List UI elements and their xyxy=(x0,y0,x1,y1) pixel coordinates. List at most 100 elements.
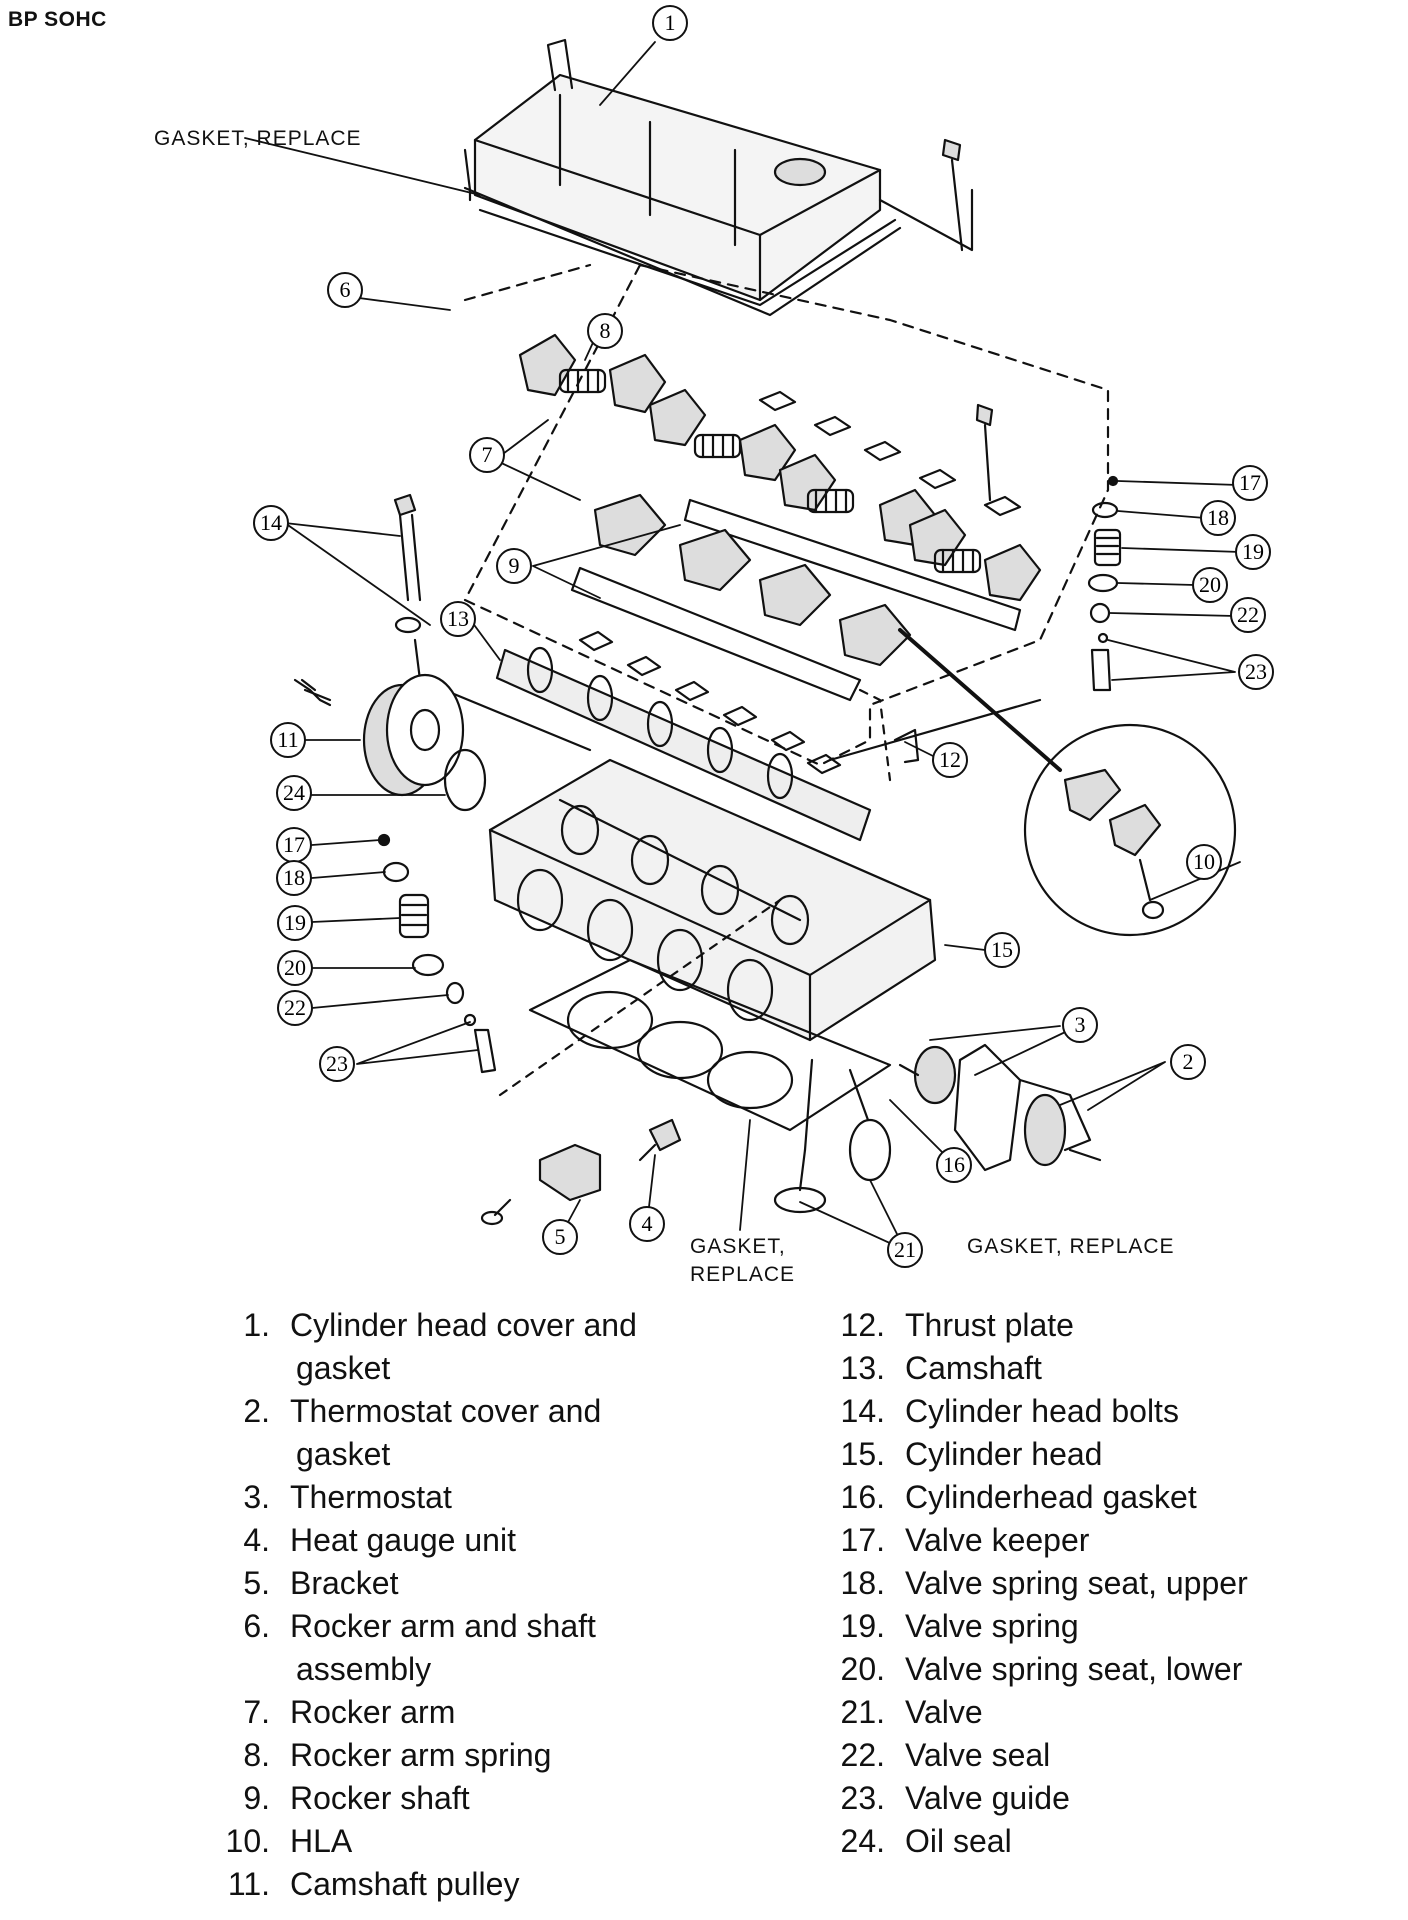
legend-item: 20. Valve spring seat, lower xyxy=(819,1651,1243,1687)
pulley-bolt xyxy=(293,678,332,707)
gasket-label-top: GASKET, REPLACE xyxy=(154,127,362,150)
callout-number: 3 xyxy=(1075,1012,1086,1037)
callout-circle xyxy=(277,990,313,1026)
legend-item: 3.Thermostat xyxy=(204,1479,452,1515)
callout-circle xyxy=(1170,1044,1206,1080)
callout-2: 2 xyxy=(1170,1044,1206,1080)
legend-text: Valve keeper xyxy=(905,1522,1090,1558)
callout-12: 12 xyxy=(932,742,968,778)
callout-circle xyxy=(629,1206,665,1242)
callout-circle xyxy=(1062,1007,1098,1043)
callout-number: 20 xyxy=(1199,572,1221,597)
callout-circle xyxy=(984,932,1020,968)
callout-number: 12 xyxy=(939,747,961,772)
callout-14: 14 xyxy=(253,505,289,541)
callout-number: 13 xyxy=(447,606,469,631)
legend-item: 17. Valve keeper xyxy=(819,1522,1090,1558)
legend-number: 9. xyxy=(243,1780,270,1816)
rocker-assembly-outline xyxy=(463,263,1110,767)
legend-number: 3. xyxy=(243,1479,270,1515)
legend-item: 14.Cylinder head bolts xyxy=(819,1393,1179,1429)
legend-item: 18. Valve spring seat, upper xyxy=(819,1565,1248,1601)
legend-text: Valve guide xyxy=(905,1780,1070,1816)
callout-number: 19 xyxy=(284,910,306,935)
legend-number: 20. xyxy=(840,1651,885,1687)
legend-text: Camshaft pulley xyxy=(290,1866,520,1902)
cylinder-head-gasket xyxy=(528,958,892,1132)
callout-circle xyxy=(1186,844,1222,880)
callout-circle xyxy=(276,860,312,896)
callout-17: 17 xyxy=(1232,465,1268,501)
rocker-arms-upper xyxy=(518,333,1042,602)
leader-lines xyxy=(244,41,1241,1251)
legend-text: Rocker arm xyxy=(290,1694,456,1730)
callout-number: 17 xyxy=(283,832,305,857)
legend-text: Cylinderhead gasket xyxy=(905,1479,1197,1515)
callout-number: 19 xyxy=(1242,539,1264,564)
legend-number: 4. xyxy=(243,1522,270,1558)
legend-number: 17. xyxy=(840,1522,885,1558)
legend-text: Cylinder head xyxy=(905,1436,1103,1472)
callout-circle xyxy=(277,905,313,941)
callout-11: 11 xyxy=(270,722,306,758)
legend-item: 13.Camshaft xyxy=(819,1350,1042,1386)
head-to-gasket-leader xyxy=(828,698,1042,762)
callout-circle xyxy=(1235,534,1271,570)
legend-number: 16. xyxy=(840,1479,885,1515)
callout-number: 5 xyxy=(555,1224,566,1249)
rocker-springs xyxy=(558,368,982,574)
thrust-plate xyxy=(893,728,920,764)
callout-circle xyxy=(887,1232,923,1268)
legend-number: 24. xyxy=(840,1823,885,1859)
legend-text: HLA xyxy=(290,1823,353,1859)
callout-17: 17 xyxy=(276,827,312,863)
callout-circle xyxy=(319,1046,355,1082)
callout-circle xyxy=(253,505,289,541)
callout-circle xyxy=(652,5,688,41)
legend-text: Bracket xyxy=(290,1565,399,1601)
oil-seal xyxy=(443,748,487,812)
legend-text: Valve spring seat, lower xyxy=(905,1651,1243,1687)
exploded-view-drawing: 1234567891011121314151617171818191920202… xyxy=(244,5,1274,1268)
legend-text-continued: gasket xyxy=(296,1350,391,1386)
callout-19: 19 xyxy=(1235,534,1271,570)
valve-train-right xyxy=(1087,475,1122,692)
legend-text: Valve spring xyxy=(905,1608,1079,1644)
callout-10: 10 xyxy=(1186,844,1222,880)
legend-number: 12. xyxy=(840,1307,885,1343)
legend-text: Cylinder head bolts xyxy=(905,1393,1179,1429)
callout-circle xyxy=(1230,597,1266,633)
callout-circle xyxy=(277,950,313,986)
hla-inset-leader xyxy=(898,628,1062,772)
legend-text: Valve spring seat, upper xyxy=(905,1565,1248,1601)
callout-3: 3 xyxy=(1062,1007,1098,1043)
callout-number: 11 xyxy=(277,727,298,752)
callout-22: 22 xyxy=(277,990,313,1026)
cylinder-head xyxy=(488,758,937,1042)
callout-number: 7 xyxy=(482,442,493,467)
legend-text: Valve seal xyxy=(905,1737,1051,1773)
legend-number: 10. xyxy=(225,1823,270,1859)
callout-circle xyxy=(327,272,363,308)
legend-number: 18. xyxy=(840,1565,885,1601)
legend-text: Thermostat cover and xyxy=(290,1393,602,1429)
legend-item: 8.Rocker arm spring xyxy=(204,1737,551,1773)
callout-number: 22 xyxy=(1237,602,1259,627)
rocker-shafts xyxy=(570,498,1022,702)
legend-number: 5. xyxy=(243,1565,270,1601)
callout-6: 6 xyxy=(327,272,363,308)
callout-circle xyxy=(276,775,312,811)
thermostat xyxy=(898,1045,957,1105)
callout-23: 23 xyxy=(1238,654,1274,690)
callout-circle xyxy=(587,313,623,349)
callout-circle xyxy=(932,742,968,778)
legend-text: Thrust plate xyxy=(905,1307,1074,1343)
legend-item: 4.Heat gauge unit xyxy=(204,1522,516,1558)
callout-13: 13 xyxy=(440,601,476,637)
callout-18: 18 xyxy=(276,860,312,896)
callout-24: 24 xyxy=(276,775,312,811)
callout-number: 8 xyxy=(600,318,611,343)
callout-number: 22 xyxy=(284,995,306,1020)
legend-item: 22.Valve seal xyxy=(819,1737,1051,1773)
callout-number: 24 xyxy=(283,780,305,805)
